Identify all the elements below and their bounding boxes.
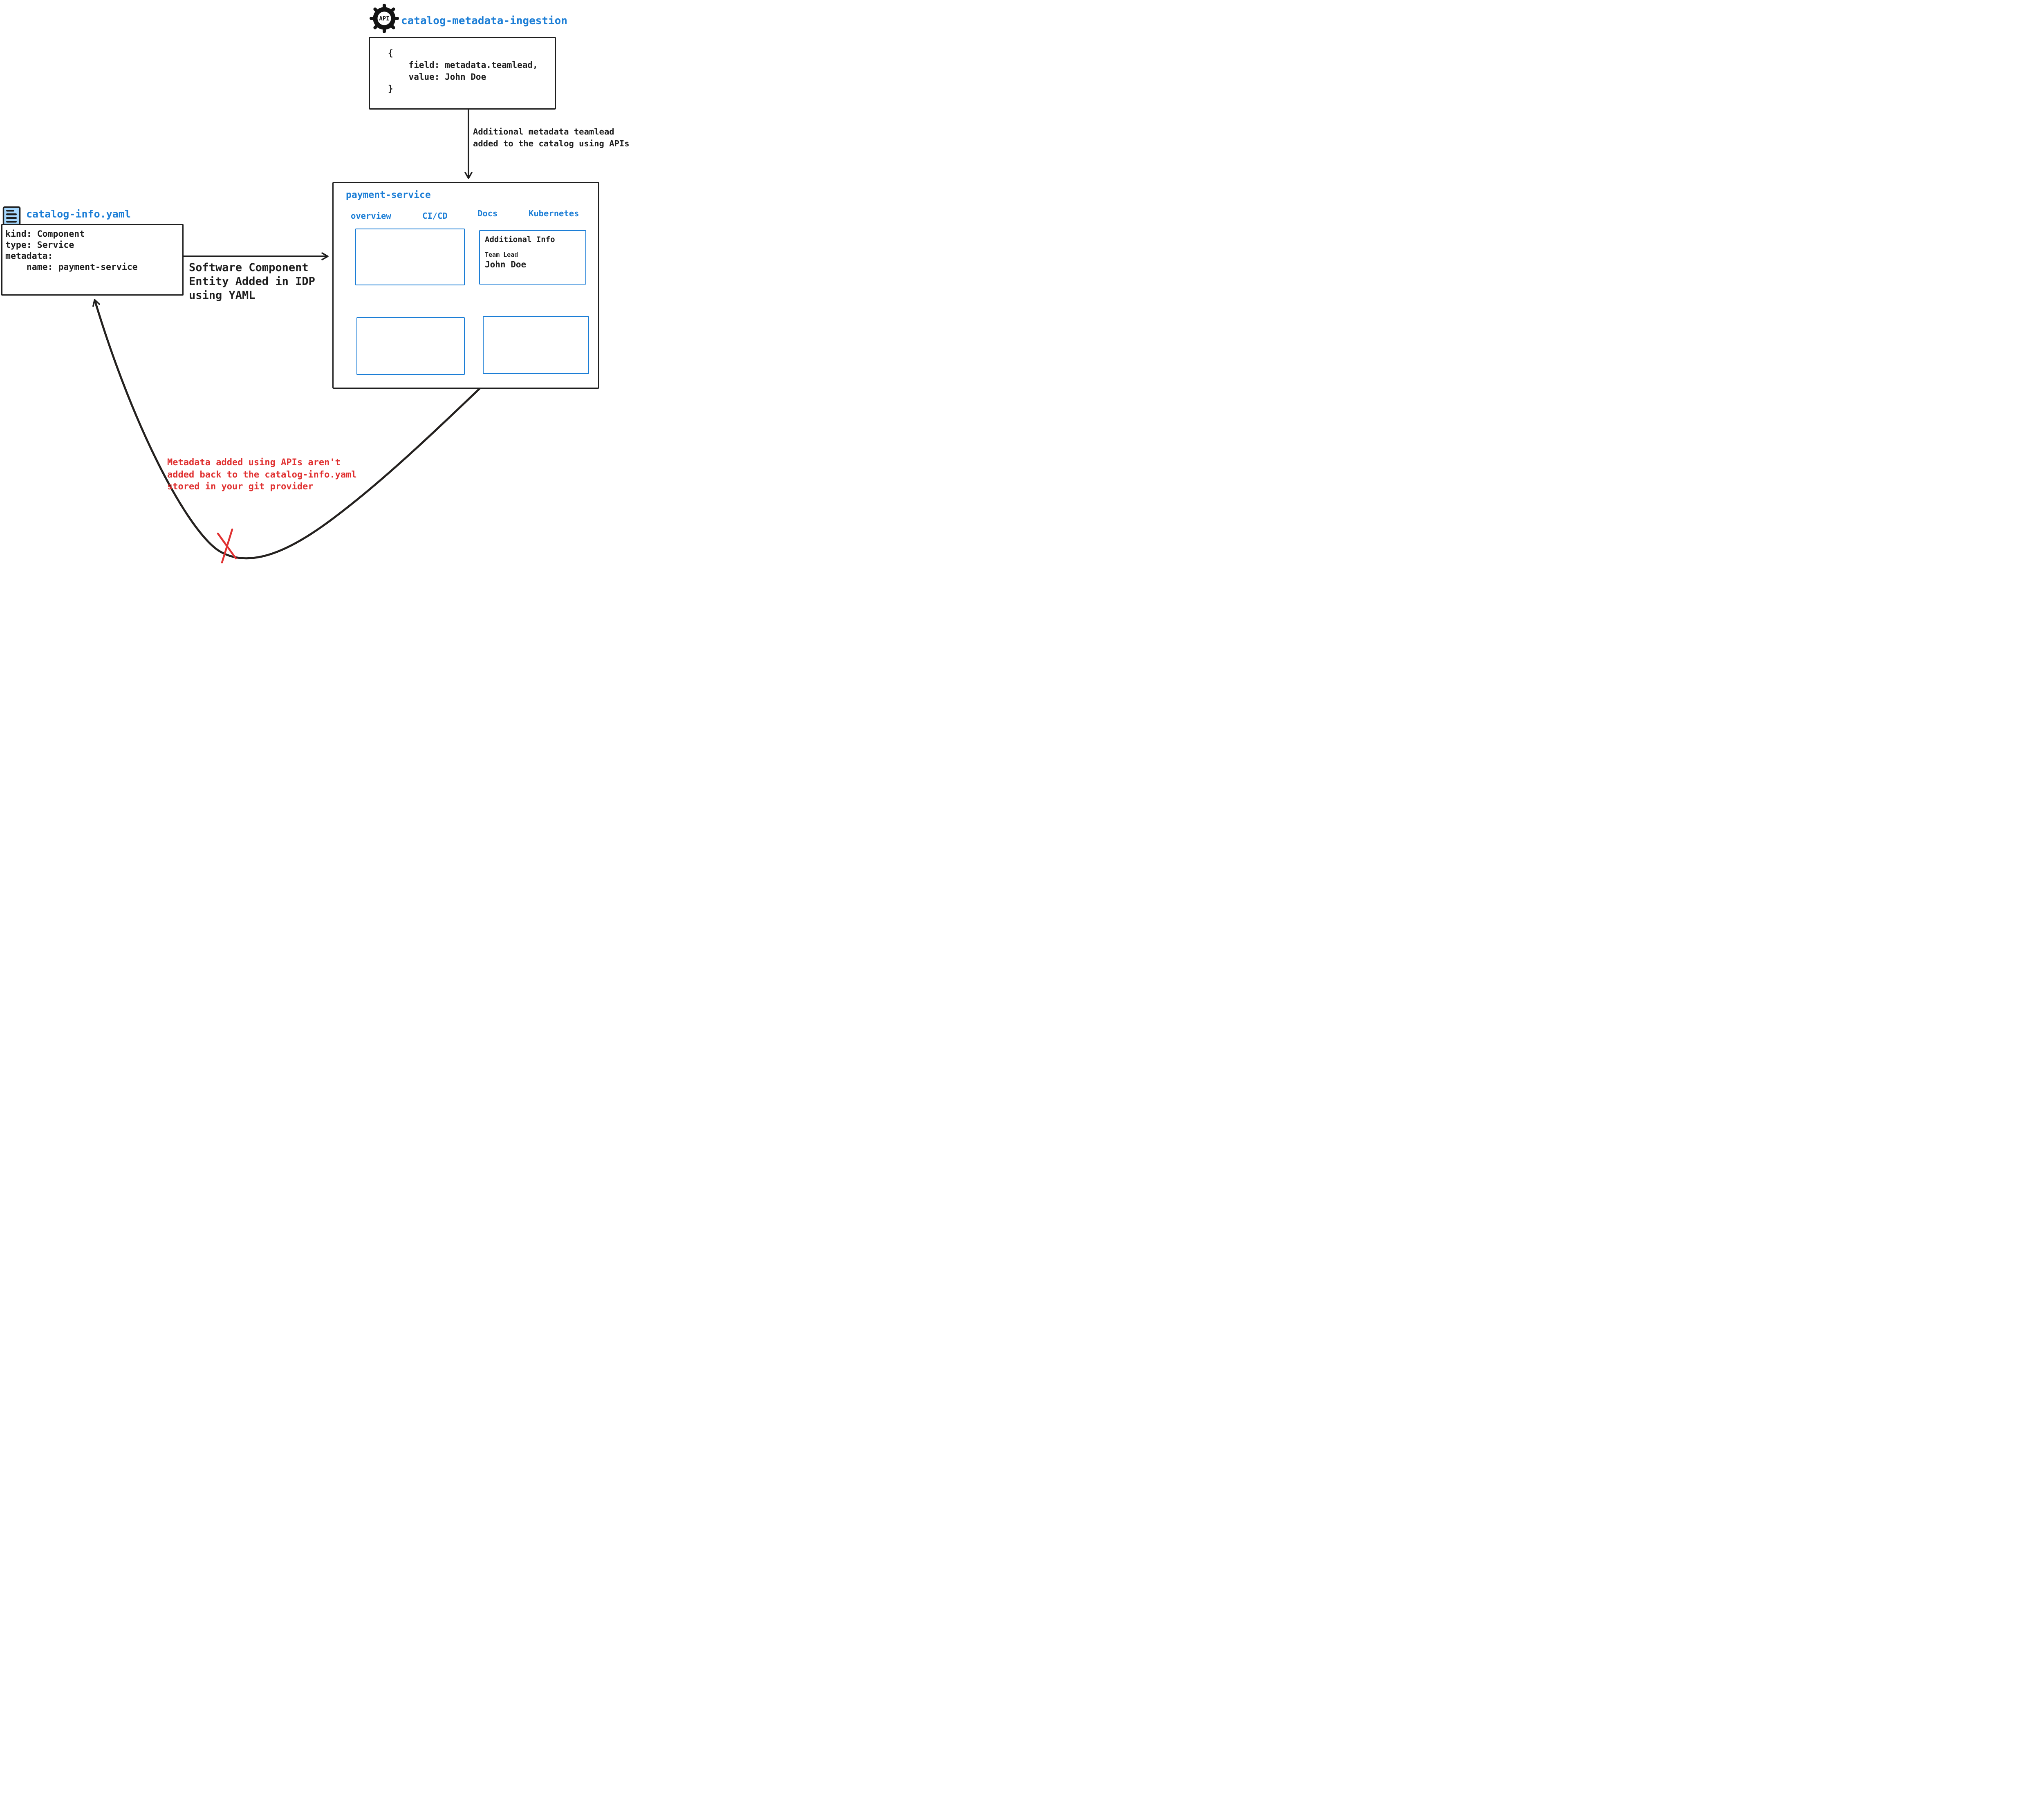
overview-panel: [355, 229, 465, 285]
api-icon-label: API: [379, 16, 389, 22]
docs-panel-heading: Additional Info: [485, 235, 555, 244]
ingestion-arrow-label: Additional metadata teamlead added to th…: [473, 127, 630, 148]
rejection-x-icon: [217, 528, 237, 564]
docs-panel: Additional Info Team Lead John Doe: [479, 230, 586, 285]
diagram-canvas: API catalog-metadata-ingestion { field: …: [0, 0, 641, 564]
idp-window: payment-service overview CI/CD Docs Kube…: [332, 182, 599, 389]
yaml-content-code: kind: Component type: Service metadata: …: [5, 229, 138, 272]
api-payload-code: { field: metadata.teamlead, value: John …: [388, 48, 538, 94]
yaml-content-box: kind: Component type: Service metadata: …: [1, 224, 184, 296]
yaml-file-title: catalog-info.yaml: [26, 208, 131, 220]
team-lead-label: Team Lead: [485, 251, 518, 258]
tab-docs[interactable]: Docs: [477, 208, 498, 218]
feedback-warning-label: Metadata added using APIs aren't added b…: [167, 457, 357, 492]
api-service-title: catalog-metadata-ingestion: [401, 15, 567, 27]
api-payload-box: { field: metadata.teamlead, value: John …: [369, 37, 556, 110]
idp-window-title: payment-service: [346, 190, 431, 200]
bottom-right-panel: [483, 316, 589, 374]
api-gear-icon: API: [370, 4, 399, 33]
team-lead-value: John Doe: [485, 260, 527, 269]
tab-cicd[interactable]: CI/CD: [422, 211, 448, 221]
bottom-left-panel: [356, 317, 465, 375]
tab-kubernetes[interactable]: Kubernetes: [529, 208, 579, 218]
yaml-arrow-label: Software Component Entity Added in IDP u…: [189, 261, 315, 302]
tab-overview[interactable]: overview: [351, 211, 391, 221]
yaml-file-icon: [2, 206, 21, 226]
